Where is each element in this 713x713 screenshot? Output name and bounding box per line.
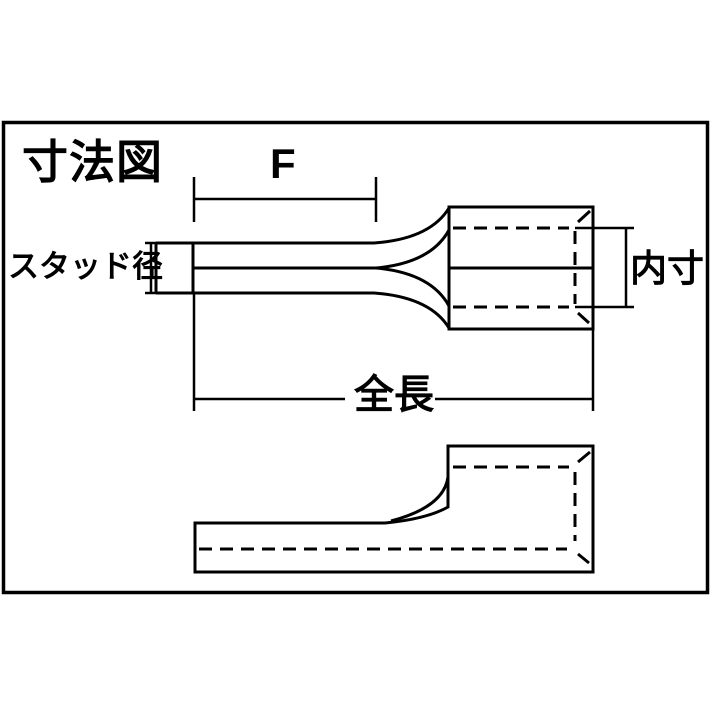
f-dimension-label: F [270, 140, 296, 187]
pin-top-edge [156, 207, 451, 245]
diagram-frame-border [1, 120, 710, 595]
pin-centerline-split [193, 229, 451, 307]
pin-bottom-edge [156, 291, 451, 329]
barrel-corner-dashes [576, 209, 592, 325]
overall-length-dimension-lines [192, 293, 595, 411]
side-view-corner-dashes [577, 450, 591, 565]
barrel-hidden-lines [453, 226, 577, 309]
inner-width-label: 内寸 [630, 248, 704, 289]
inner-width-dimension-lines [575, 226, 634, 309]
side-view-fold-curve [390, 476, 450, 523]
side-view-outline [193, 444, 595, 574]
diagram-title: 寸法図 [22, 136, 163, 188]
stud-diameter-label: スタッド径 [8, 249, 163, 284]
f-dimension-lines [192, 177, 378, 222]
side-view-hidden-lines [199, 465, 577, 551]
side-view-drawing [193, 444, 595, 574]
top-view-drawing [145, 177, 634, 411]
overall-length-label: 全長 [354, 373, 434, 417]
